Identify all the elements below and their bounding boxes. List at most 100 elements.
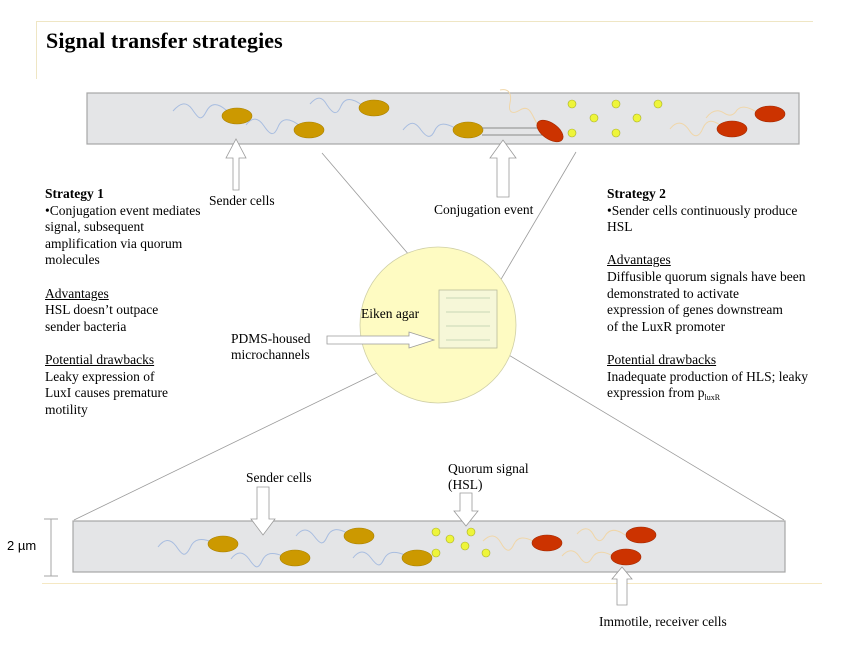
block-arrow-icon xyxy=(225,138,247,191)
strategy2-advantage-line: of the LuxR promoter xyxy=(607,318,726,334)
connector-line xyxy=(489,151,577,299)
bottom-channel xyxy=(72,520,786,573)
flagellum xyxy=(499,89,541,129)
flagellum xyxy=(230,552,288,568)
block-arrow-icon xyxy=(453,492,479,527)
strategy1-description-line: amplification via quorum xyxy=(45,235,183,251)
quorum-molecule-icon xyxy=(466,527,476,537)
flagellum xyxy=(245,118,305,135)
label-quorum-line2: (HSL) xyxy=(448,477,483,492)
label-pdms-line1: PDMS-housed xyxy=(231,331,311,346)
strategy1-heading: Strategy 1 xyxy=(45,186,104,201)
channel-body xyxy=(86,92,800,145)
quorum-molecule-icon xyxy=(481,548,491,558)
channel-body xyxy=(72,520,786,573)
quorum-molecule-icon xyxy=(431,548,441,558)
strategy2-heading: Strategy 2 xyxy=(607,186,666,201)
quorum-molecule-icon xyxy=(431,527,441,537)
quorum-molecule-icon xyxy=(653,99,663,109)
strategy1-description-line: molecules xyxy=(45,252,100,268)
connector-line xyxy=(496,347,785,521)
strategy2-description-line: •Sender cells continuously produce xyxy=(607,202,798,218)
label-conjugation-event: Conjugation event xyxy=(434,202,534,217)
strategy1-description-line: •Conjugation event mediates xyxy=(45,202,201,218)
flagellum xyxy=(705,106,761,119)
bottom-rule xyxy=(42,583,822,584)
strategy1-drawback-line: motility xyxy=(45,401,88,417)
strategy2-advantages-heading: Advantages xyxy=(607,252,671,268)
quorum-molecule-icon xyxy=(632,113,642,123)
strategy2-description-line: HSL xyxy=(607,219,633,235)
receiver-cell-icon xyxy=(625,526,657,544)
top-channel xyxy=(86,89,800,145)
strategy2-advantage-line: expression of genes downstream xyxy=(607,302,783,318)
page-title: Signal transfer strategies xyxy=(46,28,283,53)
label-top-sender-cells: Sender cells xyxy=(209,193,275,208)
agar-plate xyxy=(359,246,517,404)
block-arrow-icon xyxy=(489,139,517,198)
strategy1-drawback-line: Leaky expression of xyxy=(45,368,155,384)
quorum-molecule-icon xyxy=(567,128,577,138)
sender-cell-icon xyxy=(207,535,239,553)
block-arrow-icon xyxy=(250,486,276,536)
sender-cell-icon xyxy=(221,107,253,125)
label-pdms-line2: microchannels xyxy=(231,347,310,362)
top-rule xyxy=(36,21,813,22)
strategy1-advantage-line: HSL doesn’t outpace xyxy=(45,302,159,318)
receiver-cell-icon xyxy=(610,548,642,566)
label-receiver-cells: Immotile, receiver cells xyxy=(599,614,727,629)
strategy2-drawbacks-heading: Potential drawbacks xyxy=(607,351,717,367)
label-eiken-agar: Eiken agar xyxy=(361,306,420,321)
scale-label: 2 µm xyxy=(7,538,37,553)
scale-bar xyxy=(44,518,58,577)
sender-cell-icon xyxy=(293,121,325,139)
receiver-cell-icon xyxy=(531,534,563,552)
strategy1-drawback-line: LuxI causes premature xyxy=(45,385,168,401)
strategy2-drawback-line: expression from pluxR xyxy=(607,385,808,407)
quorum-molecule-icon xyxy=(611,99,621,109)
quorum-molecule-icon xyxy=(611,128,621,138)
strategy1-drawbacks-heading: Potential drawbacks xyxy=(45,351,155,367)
sender-cell-icon xyxy=(279,549,311,567)
strategy2-panel: Strategy 2 •Sender cells continuously pr… xyxy=(607,186,808,407)
block-arrow-icon xyxy=(611,566,633,606)
label-pdms: PDMS-housed microchannels xyxy=(231,331,311,363)
left-rule xyxy=(36,21,37,79)
flagellum xyxy=(669,120,724,137)
strategy2-drawback-line: Inadequate production of HLS; leaky xyxy=(607,368,808,384)
strategy1-description-line: signal, subsequent xyxy=(45,219,144,235)
sender-cell-icon xyxy=(452,121,484,139)
sender-cell-icon xyxy=(358,99,390,117)
flagellum xyxy=(309,97,367,114)
strategy1-panel: Strategy 1 •Conjugation event mediates s… xyxy=(45,186,200,418)
quorum-molecule-icon xyxy=(589,113,599,123)
quorum-molecule-icon xyxy=(460,541,470,551)
strategy1-advantages-heading: Advantages xyxy=(45,285,109,301)
receiver-cell-icon xyxy=(536,119,564,143)
flagellum xyxy=(576,528,626,542)
flagellum xyxy=(295,529,351,544)
strategy1-advantage-line: sender bacteria xyxy=(45,318,127,334)
flagellum xyxy=(402,122,459,137)
flagellum xyxy=(352,551,409,566)
quorum-molecule-icon xyxy=(567,99,577,109)
receiver-cell-icon xyxy=(754,105,786,123)
block-arrow-icon xyxy=(326,331,436,349)
label-quorum-signal: Quorum signal (HSL) xyxy=(448,461,529,493)
label-bottom-sender-cells: Sender cells xyxy=(246,470,312,485)
strategy2-drawback-prefix: expression from p xyxy=(607,385,705,401)
pdms-square xyxy=(438,289,498,349)
flagellum xyxy=(482,535,537,551)
sender-cell-icon xyxy=(401,549,433,567)
sender-cell-icon xyxy=(343,527,375,545)
receiver-cell-icon xyxy=(716,120,748,138)
luxr-subscript: luxR xyxy=(704,393,721,403)
strategy2-advantage-line: Diffusible quorum signals have been xyxy=(607,268,806,284)
conjugation-pilus xyxy=(482,127,544,136)
quorum-molecule-icon xyxy=(445,534,455,544)
flagellum xyxy=(157,539,217,555)
strategy2-advantage-line: demonstrated to activate xyxy=(607,285,739,301)
flagellum xyxy=(561,550,615,564)
label-quorum-line1: Quorum signal xyxy=(448,461,529,476)
